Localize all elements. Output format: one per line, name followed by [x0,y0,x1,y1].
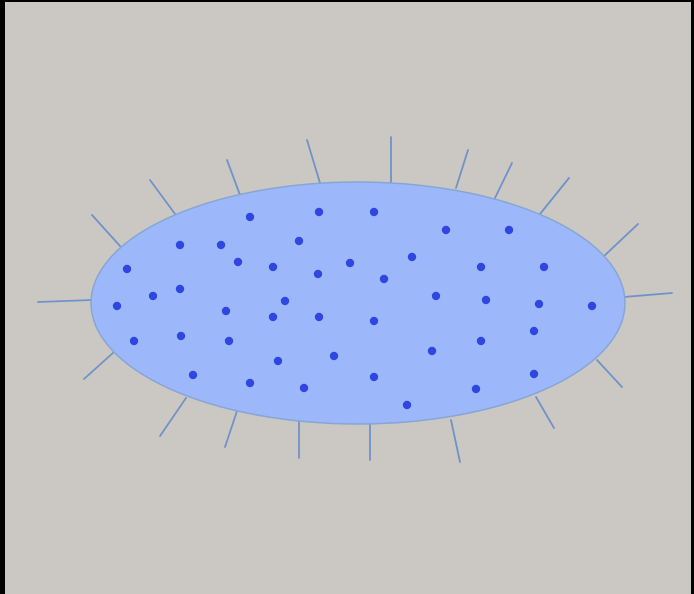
inner-dot [123,265,131,273]
diagram-canvas [5,2,691,594]
inner-dot [234,258,242,266]
inner-dot [380,275,388,283]
cell-diagram [5,2,691,594]
inner-dot [346,259,354,267]
inner-dot [482,296,490,304]
inner-dot [530,370,538,378]
inner-dot [588,302,596,310]
inner-dot [428,347,436,355]
inner-dot [540,263,548,271]
inner-dot [113,302,121,310]
inner-dot [315,208,323,216]
inner-dot [477,337,485,345]
inner-dot [269,263,277,271]
inner-dot [472,385,480,393]
inner-dot [176,285,184,293]
inner-dot [530,327,538,335]
inner-dot [269,313,277,321]
inner-dot [274,357,282,365]
inner-dot [281,297,289,305]
inner-dot [225,337,233,345]
inner-dot [149,292,157,300]
inner-dot [222,307,230,315]
inner-dot [370,317,378,325]
inner-dot [408,253,416,261]
inner-dot [130,337,138,345]
inner-dot [442,226,450,234]
inner-dot [314,270,322,278]
inner-dot [370,373,378,381]
inner-dot [177,332,185,340]
cell-body [91,182,625,424]
inner-dot [505,226,513,234]
inner-dot [176,241,184,249]
inner-dot [535,300,543,308]
inner-dot [330,352,338,360]
inner-dot [189,371,197,379]
inner-dot [300,384,308,392]
inner-dot [315,313,323,321]
inner-dot [403,401,411,409]
inner-dot [217,241,225,249]
inner-dot [246,213,254,221]
inner-dot [432,292,440,300]
inner-dot [370,208,378,216]
inner-dot [246,379,254,387]
inner-dot [477,263,485,271]
inner-dot [295,237,303,245]
